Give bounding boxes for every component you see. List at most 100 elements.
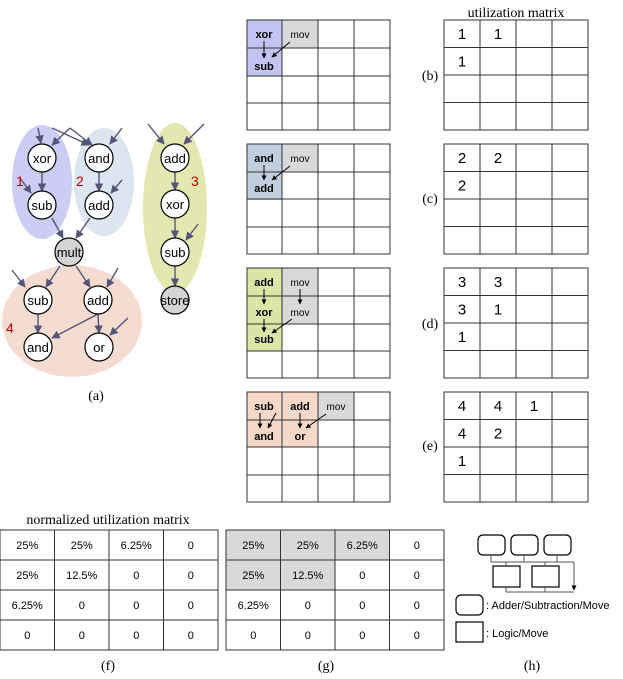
matrix-cell	[108, 559, 164, 591]
matrix-cell	[443, 74, 481, 103]
matrix-cell	[443, 419, 481, 448]
logic-legend-swatch	[455, 621, 484, 643]
dfg-node-add: add	[84, 190, 114, 220]
matrix-cell	[515, 19, 553, 48]
normalized-value: 0	[359, 630, 365, 642]
pe-label: sub	[254, 334, 274, 346]
pe-label: mov	[291, 308, 310, 319]
matrix-cell	[515, 446, 553, 475]
normalized-value: 25%	[297, 540, 319, 552]
dfg-edges	[11, 123, 205, 339]
dfg-node-sub-lower: sub	[23, 285, 53, 315]
normalized-value: 25%	[242, 540, 264, 552]
matrix-cell	[515, 419, 553, 448]
normalized-value: 0	[414, 540, 420, 552]
normalized-value: 0	[414, 630, 420, 642]
normalized-value: 0	[188, 600, 194, 612]
node-label: xor	[166, 197, 185, 212]
node-label: sub	[165, 245, 186, 260]
matrix-cell	[0, 619, 55, 651]
dfg-node-sub: sub	[27, 190, 57, 220]
normalized-value: 12.5%	[292, 570, 323, 582]
normalized-value: 0	[79, 600, 85, 612]
matrix-cell	[389, 559, 445, 591]
matrix-cell	[479, 226, 517, 255]
logic-legend-label: : Logic/Move	[486, 628, 548, 640]
matrix-cell	[551, 171, 589, 200]
matrix-cell	[108, 589, 164, 621]
node-label: and	[27, 340, 49, 355]
matrix-cell	[551, 267, 589, 296]
normalized-value: 0	[24, 630, 30, 642]
node-label: mult	[57, 245, 82, 260]
utilization-title: utilization matrix	[468, 6, 565, 21]
utilization-value: 3	[494, 274, 502, 291]
matrix-cell	[479, 419, 517, 448]
normalized-value: 0	[414, 600, 420, 612]
normalized-value: 6.25%	[121, 540, 152, 552]
pe-grid-c: and mov add	[246, 143, 391, 255]
node-label: and	[88, 151, 110, 166]
normalized-value: 25%	[16, 570, 38, 582]
pe-label: xor	[255, 307, 273, 319]
architecture-legend: : Adder/Subtraction/Move : Logic/Move (h…	[455, 534, 610, 674]
matrix-cell	[551, 446, 589, 475]
matrix-cell	[443, 143, 481, 172]
caption-a: (a)	[88, 389, 104, 404]
matrix-cell	[389, 529, 445, 561]
utilization-value: 3	[458, 302, 466, 319]
pe-label: mov	[291, 154, 310, 165]
logic-unit	[492, 565, 521, 588]
utilization-value: 2	[494, 150, 502, 167]
utilization-value: 1	[458, 453, 466, 470]
utilization-value: 4	[458, 426, 466, 443]
dfg-node-store: store	[160, 285, 190, 315]
group-number: 2	[76, 173, 84, 189]
matrix-cell	[479, 102, 517, 131]
utilization-value: 1	[494, 302, 502, 319]
caption-f: (f)	[101, 659, 115, 674]
pe-grid-b: xor mov sub	[246, 19, 391, 131]
node-label: sub	[32, 198, 53, 213]
node-label: add	[87, 293, 109, 308]
matrix-cell	[551, 226, 589, 255]
utilization-value: 2	[494, 426, 502, 443]
matrix-cell	[479, 446, 517, 475]
matrix-cell	[225, 619, 281, 651]
matrix-cell	[515, 47, 553, 76]
normalized-value: 6.25%	[347, 540, 378, 552]
matrix-cell	[515, 74, 553, 103]
matrix-cell	[0, 589, 55, 621]
matrix-cell	[389, 619, 445, 651]
matrix-cell	[479, 267, 517, 296]
dfg-node-xor-chain: xor	[160, 189, 190, 219]
node-label: or	[93, 340, 105, 355]
matrix-cell	[443, 322, 481, 351]
pe-label: add	[254, 183, 274, 195]
normalized-value: 25%	[242, 570, 264, 582]
matrix-cell	[515, 226, 553, 255]
adder-legend-label: : Adder/Subtraction/Move	[486, 600, 610, 612]
utilization-value: 4	[494, 398, 502, 415]
normalized-value: 0	[188, 570, 194, 582]
adder-unit	[477, 534, 506, 556]
matrix-cell	[551, 419, 589, 448]
matrix-cell	[443, 226, 481, 255]
matrix-cell	[479, 391, 517, 420]
matrix-cell	[515, 474, 553, 503]
node-label: sub	[28, 293, 49, 308]
matrix-cell	[515, 267, 553, 296]
utilization-value: 2	[458, 178, 466, 195]
utilization-value: 1	[458, 54, 466, 71]
caption-g: (g)	[318, 659, 335, 674]
matrix-cell	[443, 198, 481, 227]
normalized-value: 6.25%	[238, 600, 269, 612]
logic-unit	[531, 565, 560, 588]
matrix-cell	[479, 350, 517, 379]
group-number: 3	[191, 173, 199, 189]
dfg-node-xor: xor	[27, 143, 57, 173]
pe-label: mov	[291, 30, 310, 41]
matrix-cell	[334, 619, 390, 651]
